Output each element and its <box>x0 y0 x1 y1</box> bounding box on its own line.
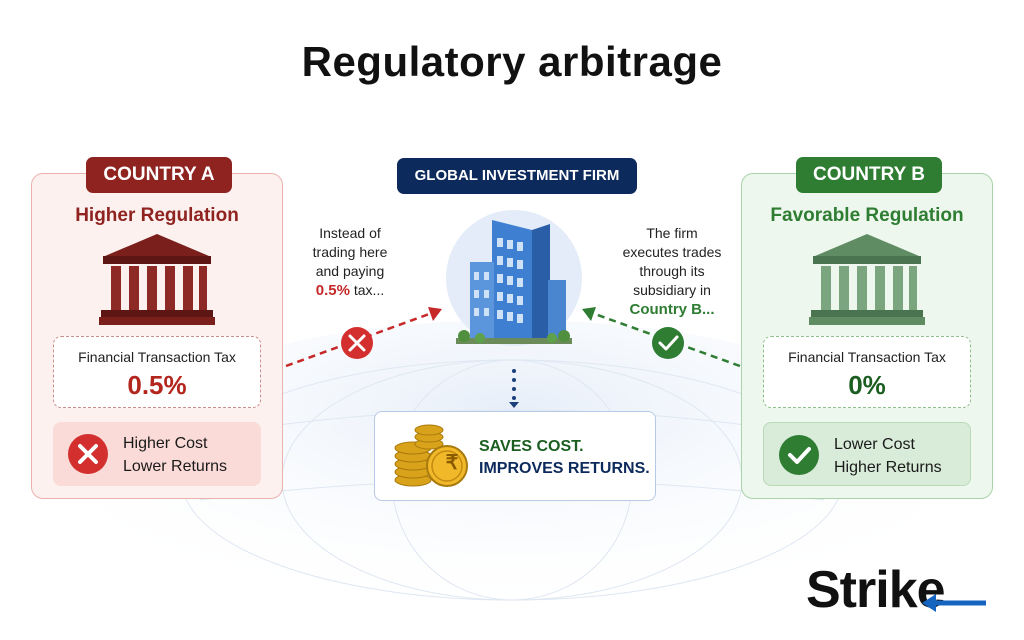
result-line-1: Lower Cost <box>834 436 915 453</box>
note-line: The firm <box>646 225 698 241</box>
savings-line-2: IMPROVES RETURNS. <box>479 460 650 477</box>
coins-icon <box>394 424 468 487</box>
country-a-regulation: Higher Regulation <box>75 205 239 226</box>
note-highlight-line: 0.5% tax... <box>302 281 398 300</box>
country-b-tax-box: Financial Transaction Tax 0% <box>763 336 971 408</box>
country-a-tax-box: Financial Transaction Tax 0.5% <box>53 336 261 408</box>
savings-box: ₹ SAVES COST. IMPROVES RETURNS. <box>374 411 656 501</box>
country-b-badge: COUNTRY B <box>796 157 942 193</box>
tax-value: 0.5% <box>127 370 187 400</box>
logo-text: Stri <box>806 561 890 619</box>
check-circle-icon <box>779 435 819 475</box>
note-line: through its <box>639 263 705 279</box>
page-title: Regulatory arbitrage <box>301 38 723 85</box>
result-line-2: Lower Returns <box>123 458 228 475</box>
country-b-result: Lower Cost Higher Returns <box>763 422 971 486</box>
result-line-1: Higher Cost <box>123 435 208 452</box>
logo-arrow-icon <box>922 594 986 612</box>
note-line: trading here <box>312 244 388 260</box>
courthouse-icon-red <box>99 234 215 325</box>
office-building-icon <box>446 210 582 346</box>
approve-icon <box>652 327 684 359</box>
firm-to-savings-connector <box>509 369 519 408</box>
reject-icon <box>341 327 373 359</box>
note-suffix: tax... <box>349 282 385 298</box>
logo-text-k: k <box>888 561 918 619</box>
rupee-symbol: ₹ <box>445 452 459 474</box>
tax-label: Financial Transaction Tax <box>788 349 946 365</box>
note-line: subsidiary in <box>633 282 711 298</box>
tax-value: 0% <box>848 370 886 400</box>
courthouse-icon-green <box>809 234 925 325</box>
country-a-badge: COUNTRY A <box>86 157 232 193</box>
savings-line-1: SAVES COST. <box>479 438 584 455</box>
x-circle-icon <box>68 434 108 474</box>
note-line: and paying <box>315 263 385 279</box>
result-line-2: Higher Returns <box>834 459 942 476</box>
note-highlight: Country B... <box>629 301 715 318</box>
country-b-regulation: Favorable Regulation <box>770 205 964 226</box>
country-a-result: Higher Cost Lower Returns <box>53 422 261 486</box>
note-country-a: Instead of trading here and paying 0.5% … <box>302 224 398 300</box>
note-country-b: The firm executes trades through its sub… <box>617 224 727 319</box>
note-highlight: 0.5% <box>315 282 350 299</box>
note-line: executes trades <box>622 244 722 260</box>
tax-label: Financial Transaction Tax <box>78 349 236 365</box>
firm-label: GLOBAL INVESTMENT FIRM <box>397 158 637 194</box>
note-line: Instead of <box>319 225 381 241</box>
